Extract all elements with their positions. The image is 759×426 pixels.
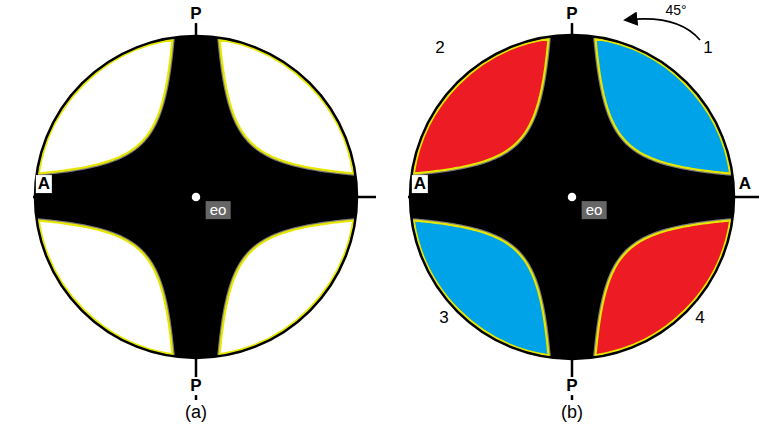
lobe-rim xyxy=(39,221,173,355)
analyzer-label: A xyxy=(412,175,428,193)
analyzer-label: A xyxy=(737,175,753,193)
callout-number: 2 xyxy=(435,39,444,57)
polarizer-label: P xyxy=(188,5,203,23)
lobe-rim xyxy=(220,221,354,355)
polarizer-label: P xyxy=(188,377,203,395)
lobe xyxy=(595,39,730,174)
lobe xyxy=(39,40,173,174)
lobe-rim xyxy=(595,220,730,355)
polarizer-axis xyxy=(195,12,198,400)
lobe xyxy=(220,221,354,355)
polarizer-label: P xyxy=(564,377,579,395)
interference-figure-b xyxy=(408,12,759,400)
analyzer-label: A xyxy=(36,175,52,193)
callout-number: 4 xyxy=(695,309,704,327)
ray-label: eo xyxy=(582,201,607,219)
ray-label: eo xyxy=(206,201,231,219)
lobe-rim xyxy=(414,220,549,355)
lobe-rim xyxy=(595,39,730,174)
polarizer-axis xyxy=(571,12,574,400)
analyzer-axis xyxy=(408,196,759,199)
analyzer-axis xyxy=(33,196,376,199)
lobe xyxy=(220,40,354,174)
panel-label: (a) xyxy=(185,403,207,422)
rotation-arrow xyxy=(626,19,700,40)
lobe-rim xyxy=(414,39,549,174)
lobe xyxy=(595,220,730,355)
rotation-angle: 45° xyxy=(665,3,686,18)
polarizer-label: P xyxy=(564,5,579,23)
lobe xyxy=(39,221,173,355)
interference-figure-a xyxy=(33,12,376,400)
callout-number: 1 xyxy=(703,39,712,57)
melatope xyxy=(191,192,201,202)
melatope xyxy=(567,192,577,202)
callout-number: 3 xyxy=(439,309,448,327)
panel-label: (b) xyxy=(561,403,583,422)
lobe-rim xyxy=(39,40,173,174)
lobe xyxy=(414,220,549,355)
lobe-rim xyxy=(220,40,354,174)
lobe xyxy=(414,39,549,174)
